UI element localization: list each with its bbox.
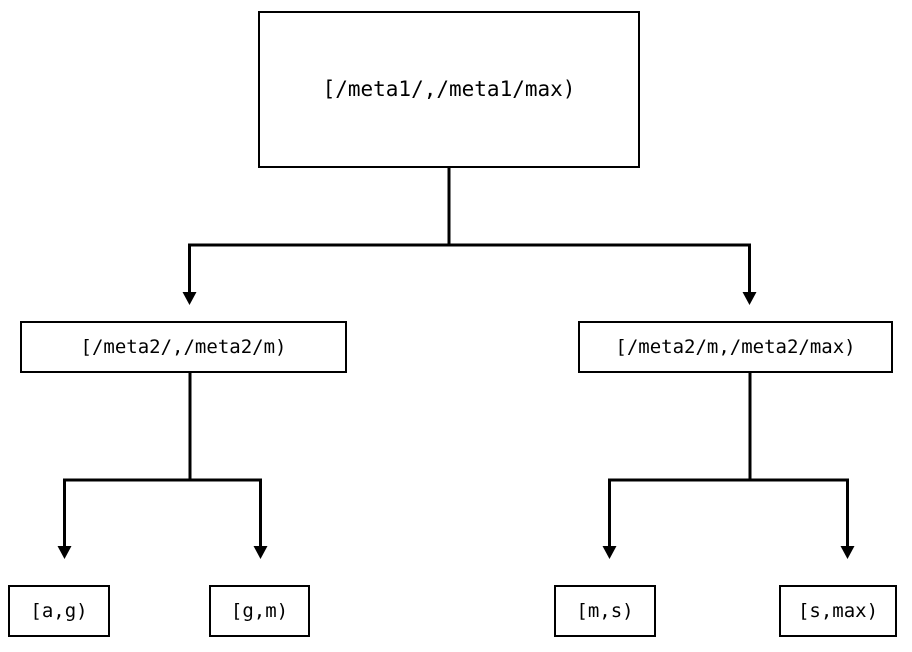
arrowhead-icon (602, 546, 617, 559)
tree-node-root[interactable]: [/meta1/,/meta1/max) (258, 11, 640, 168)
edge-root-to-mid-left (182, 168, 451, 305)
tree-node-mid-left[interactable]: [/meta2/,/meta2/m) (20, 321, 347, 373)
tree-node-leaf-ms-label: [m,s) (576, 599, 634, 622)
arrowhead-icon (840, 546, 855, 559)
tree-node-mid-left-label: [/meta2/,/meta2/m) (80, 335, 287, 358)
arrowhead-icon (57, 546, 72, 559)
arrowhead-icon (182, 292, 197, 305)
tree-node-root-label: [/meta1/,/meta1/max) (322, 77, 576, 101)
tree-node-leaf-ag-label: [a,g) (30, 599, 88, 622)
arrowhead-icon (742, 292, 757, 305)
tree-node-leaf-smax[interactable]: [s,max) (779, 585, 897, 637)
edge-mid-left-to-leaf-ag (57, 373, 192, 559)
edge-root-to-mid-right (447, 168, 757, 305)
tree-node-leaf-gm[interactable]: [g,m) (209, 585, 310, 637)
tree-node-leaf-ms[interactable]: [m,s) (554, 585, 656, 637)
tree-node-leaf-smax-label: [s,max) (797, 599, 879, 622)
tree-node-mid-right-label: [/meta2/m,/meta2/max) (615, 335, 856, 358)
edge-mid-left-to-leaf-gm (188, 373, 268, 559)
tree-node-leaf-gm-label: [g,m) (230, 599, 289, 622)
tree-node-mid-right[interactable]: [/meta2/m,/meta2/max) (578, 321, 893, 373)
arrowhead-icon (253, 546, 268, 559)
edge-mid-right-to-leaf-ms (602, 373, 752, 559)
edge-mid-right-to-leaf-smax (748, 373, 855, 559)
tree-node-leaf-ag[interactable]: [a,g) (8, 585, 110, 637)
